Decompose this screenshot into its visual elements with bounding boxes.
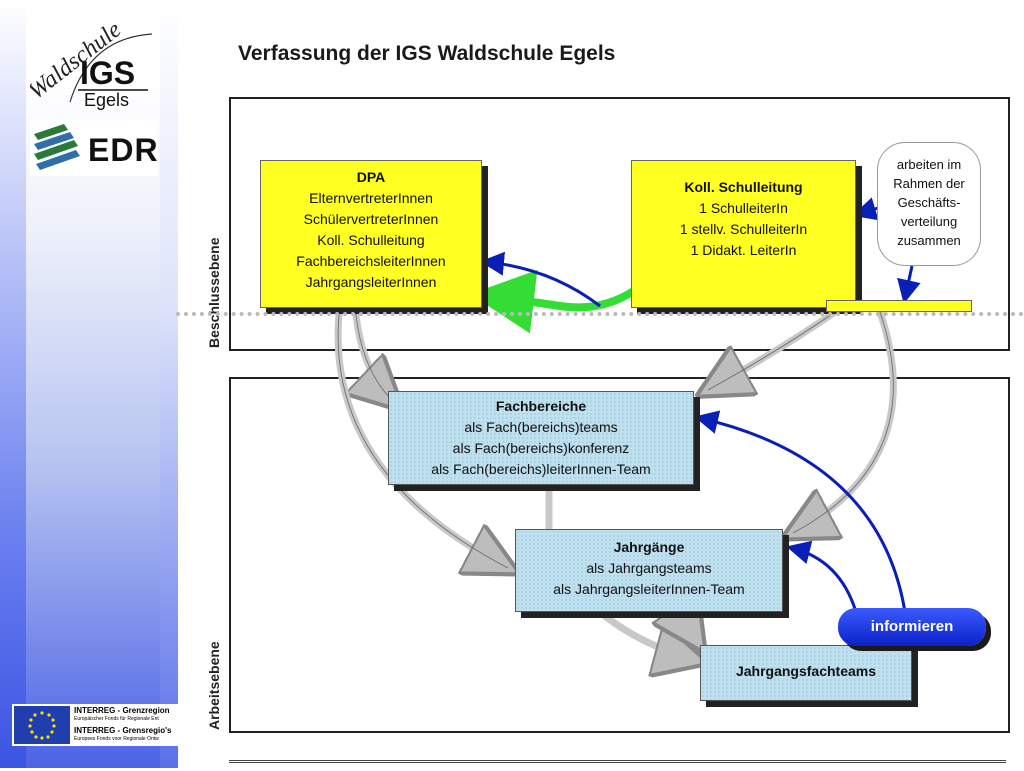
jahrgaenge-line: als Jahrgangsteams	[586, 560, 712, 576]
page-title: Verfassung der IGS Waldschule Egels	[238, 42, 616, 65]
beschlussebene-label: Beschlussebene	[206, 237, 222, 349]
igs-logo-graphic: Waldschule IGS Egels	[24, 16, 153, 110]
jahrgaenge-title: Jahrgänge	[613, 539, 685, 555]
schulleitung-line: 1 Didakt. LeiterIn	[690, 242, 797, 258]
interreg-title-de: INTERREG - Grenzregion	[74, 706, 170, 715]
interreg-title-nl: INTERREG - Grensregio's	[74, 726, 172, 735]
interreg-subtitle-de: Europäischer Fonds für Regionale Ent	[74, 716, 159, 722]
sidebar: Waldschule IGS Egels EDR	[0, 0, 178, 768]
schulleitung-line: 1 stellv. SchulleiterIn	[679, 221, 808, 237]
edr-stripes-icon	[34, 124, 80, 170]
sidebar-gradient-strip	[0, 0, 26, 768]
dpa-line: FachbereichsleiterInnen	[296, 253, 446, 269]
fachbereiche-line: als Fach(bereichs)teams	[464, 419, 618, 435]
jahrgangsfachteams-title: Jahrgangsfachteams	[735, 663, 877, 679]
interreg-logo: INTERREG - Grenzregion Europäischer Fond…	[12, 704, 178, 746]
jahrgaenge-line: als JahrgangsleiterInnen-Team	[553, 581, 745, 597]
cloud-line: Rahmen der	[893, 176, 965, 191]
schulleitung-title: Koll. Schulleitung	[684, 179, 803, 195]
eu-flag-icon	[14, 706, 70, 744]
fachbereiche-box: Fachbereiche als Fach(bereichs)teams als…	[388, 391, 694, 485]
fachbereiche-line: als Fach(bereichs)leiterInnen-Team	[431, 461, 651, 477]
dpa-line: SchülervertreterInnen	[303, 211, 439, 227]
bottom-border	[229, 760, 1006, 771]
informieren-badge: informieren	[838, 608, 986, 646]
schulleitung-line: 1 SchulleiterIn	[699, 200, 788, 216]
fachbereiche-title: Fachbereiche	[495, 398, 587, 414]
cloud-line: Geschäfts-	[897, 195, 961, 210]
jahrgaenge-box: Jahrgänge als Jahrgangsteams als Jahrgan…	[515, 529, 783, 612]
arbeitsebene-label: Arbeitsebene	[206, 641, 222, 730]
interreg-subtitle-nl: Europees Fonds voor Regionale Ontw	[74, 736, 159, 742]
cloud-line: verteilung	[900, 214, 958, 229]
igs-logo: Waldschule IGS Egels	[24, 8, 158, 112]
edr-logo: EDR	[30, 120, 158, 176]
cloud-line: zusammen	[897, 233, 961, 248]
dpa-title: DPA	[356, 169, 386, 185]
dpa-box: DPA ElternvertreterInnen Schülervertrete…	[260, 160, 482, 308]
cloud-note: arbeiten im Rahmen der Geschäfts- vertei…	[877, 142, 981, 266]
fachbereiche-line: als Fach(bereichs)konferenz	[452, 440, 630, 456]
dpa-line: JahrgangsleiterInnen	[305, 274, 437, 290]
jahrgangsfachteams-box: Jahrgangsfachteams	[700, 645, 912, 701]
schulleitung-box: Koll. Schulleitung 1 SchulleiterIn 1 ste…	[631, 160, 856, 308]
level-separator	[176, 312, 1024, 316]
edr-text: EDR	[88, 132, 159, 168]
logo-sub-text: Egels	[84, 90, 129, 110]
cloud-line: arbeiten im	[896, 157, 962, 172]
dpa-line: ElternvertreterInnen	[309, 190, 433, 206]
logo-main-text: IGS	[80, 55, 135, 91]
dpa-line: Koll. Schulleitung	[317, 232, 425, 248]
sidebar-gradient-strip-right	[160, 0, 178, 768]
yellow-connector-bar	[826, 300, 972, 312]
